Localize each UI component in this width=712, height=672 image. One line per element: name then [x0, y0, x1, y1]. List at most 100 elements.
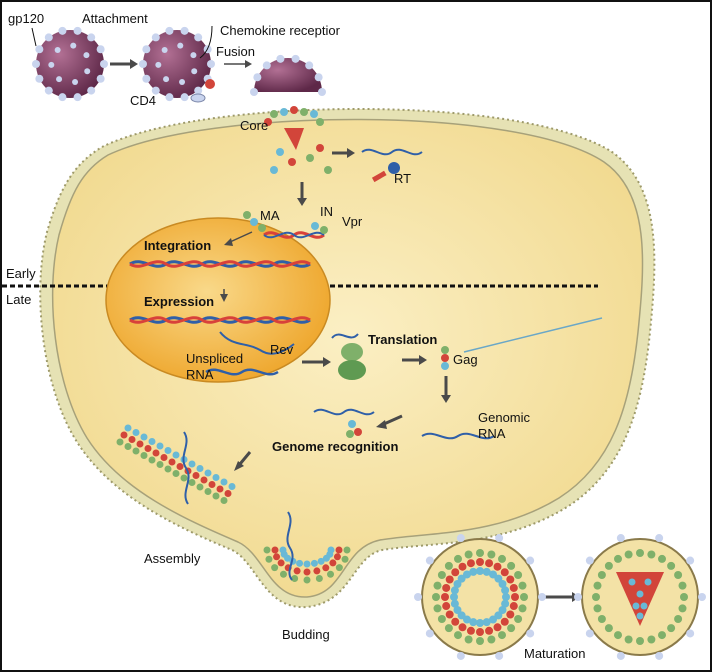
virion-spike: [574, 593, 582, 601]
assembly-protein: [132, 447, 140, 455]
virion-protein: [454, 631, 462, 640]
virion-protein: [644, 578, 652, 586]
gp120-spike: [58, 26, 67, 35]
core-protein: [316, 118, 324, 126]
virion-protein: [680, 593, 688, 601]
rt-complex: [361, 148, 423, 183]
virion-spike: [698, 593, 706, 601]
gp120-spike: [139, 60, 147, 68]
budding-protein: [329, 559, 337, 567]
virion-protein: [463, 570, 471, 579]
gp120-spike: [70, 42, 77, 49]
label-fusion: Fusion: [216, 44, 255, 59]
budding-protein: [271, 564, 279, 572]
virion-protein: [437, 615, 446, 623]
assembly-protein: [144, 445, 152, 452]
assembly-protein: [152, 449, 160, 457]
virion-protein: [604, 561, 613, 570]
virion-spike: [616, 651, 625, 660]
budding-protein: [315, 575, 323, 583]
virion-protein: [636, 612, 644, 620]
virion-protein: [628, 578, 636, 586]
budding-protein: [333, 553, 341, 561]
budding-protein: [313, 567, 321, 575]
label-rt: RT: [394, 171, 411, 186]
budding-protein: [327, 570, 335, 578]
gag-pointer-line: [463, 317, 603, 353]
gp120-spike: [142, 45, 151, 54]
core-protein: [300, 108, 308, 116]
virion-spike: [526, 629, 535, 638]
gp120-spike: [207, 60, 215, 68]
virion-protein: [592, 593, 600, 601]
label-genomic: Genomic: [478, 410, 531, 425]
virion-protein: [520, 593, 528, 601]
mrna-transcript: [219, 331, 295, 355]
assembly-protein: [188, 460, 196, 468]
label-ma: MA: [260, 208, 280, 223]
gp120-spike: [58, 93, 67, 102]
budding-lattice: [263, 546, 351, 584]
virion-protein: [464, 550, 473, 559]
gp120-spike: [56, 76, 63, 83]
virion-spike: [526, 556, 535, 565]
assembly-protein: [204, 469, 212, 477]
virion-spike: [425, 556, 434, 565]
budding-protein: [310, 559, 318, 567]
virion-protein: [482, 618, 491, 627]
ribosome: [331, 333, 366, 380]
assembly-protein: [188, 479, 196, 486]
assembly-lattice: [116, 424, 236, 504]
virion-protein: [476, 628, 484, 636]
budding-protein: [322, 564, 330, 572]
gp120-spike: [96, 45, 105, 54]
label-in: IN: [320, 204, 333, 219]
virion-protein: [493, 562, 502, 571]
flow-arrows: [110, 59, 580, 602]
virion-protein: [636, 590, 644, 598]
gp120-spike: [191, 68, 198, 75]
assembly-protein: [148, 456, 156, 464]
nucleus: [105, 217, 331, 383]
label-integration: Integration: [144, 238, 211, 253]
virion-protein: [466, 626, 475, 635]
gag-cluster: [441, 346, 449, 370]
virion-protein: [493, 623, 502, 632]
virion-spike: [495, 534, 504, 543]
virion-protein: [614, 631, 622, 640]
gp120-spikes: [32, 26, 326, 102]
budding-protein: [303, 576, 311, 584]
virion-spike: [414, 593, 422, 601]
gp120-spike: [276, 54, 285, 63]
virion-fusion: [143, 30, 211, 98]
virion-protein: [489, 615, 497, 624]
label-gp120: gp120: [8, 11, 44, 26]
core-protein: [316, 144, 324, 152]
virion-spike: [585, 629, 594, 638]
assembly-protein: [196, 483, 204, 491]
label-cd4: CD4: [130, 93, 156, 108]
gp120-spike: [177, 42, 184, 49]
budding-protein: [293, 567, 301, 575]
assembly-protein: [208, 481, 216, 488]
assembly-protein: [172, 451, 180, 459]
gp120-spike: [84, 68, 91, 75]
virion-protein: [432, 593, 440, 601]
label-attachment: Attachment: [82, 11, 148, 26]
virion-attachment: [36, 30, 104, 98]
gp120-spike: [96, 74, 105, 83]
assembly-protein: [204, 488, 212, 495]
virion-spike: [538, 593, 546, 601]
virion-protein: [457, 611, 466, 620]
gp120-spike: [318, 88, 326, 96]
virion-protein: [489, 570, 497, 579]
assembly-protein: [180, 474, 188, 482]
label-budding: Budding: [282, 627, 330, 642]
assembly-rna: [182, 431, 190, 505]
virion-protein: [464, 635, 473, 644]
core-protein: [306, 154, 314, 162]
virion-protein: [506, 575, 515, 584]
gp120-spike: [48, 61, 55, 68]
virion-spike: [456, 651, 465, 660]
